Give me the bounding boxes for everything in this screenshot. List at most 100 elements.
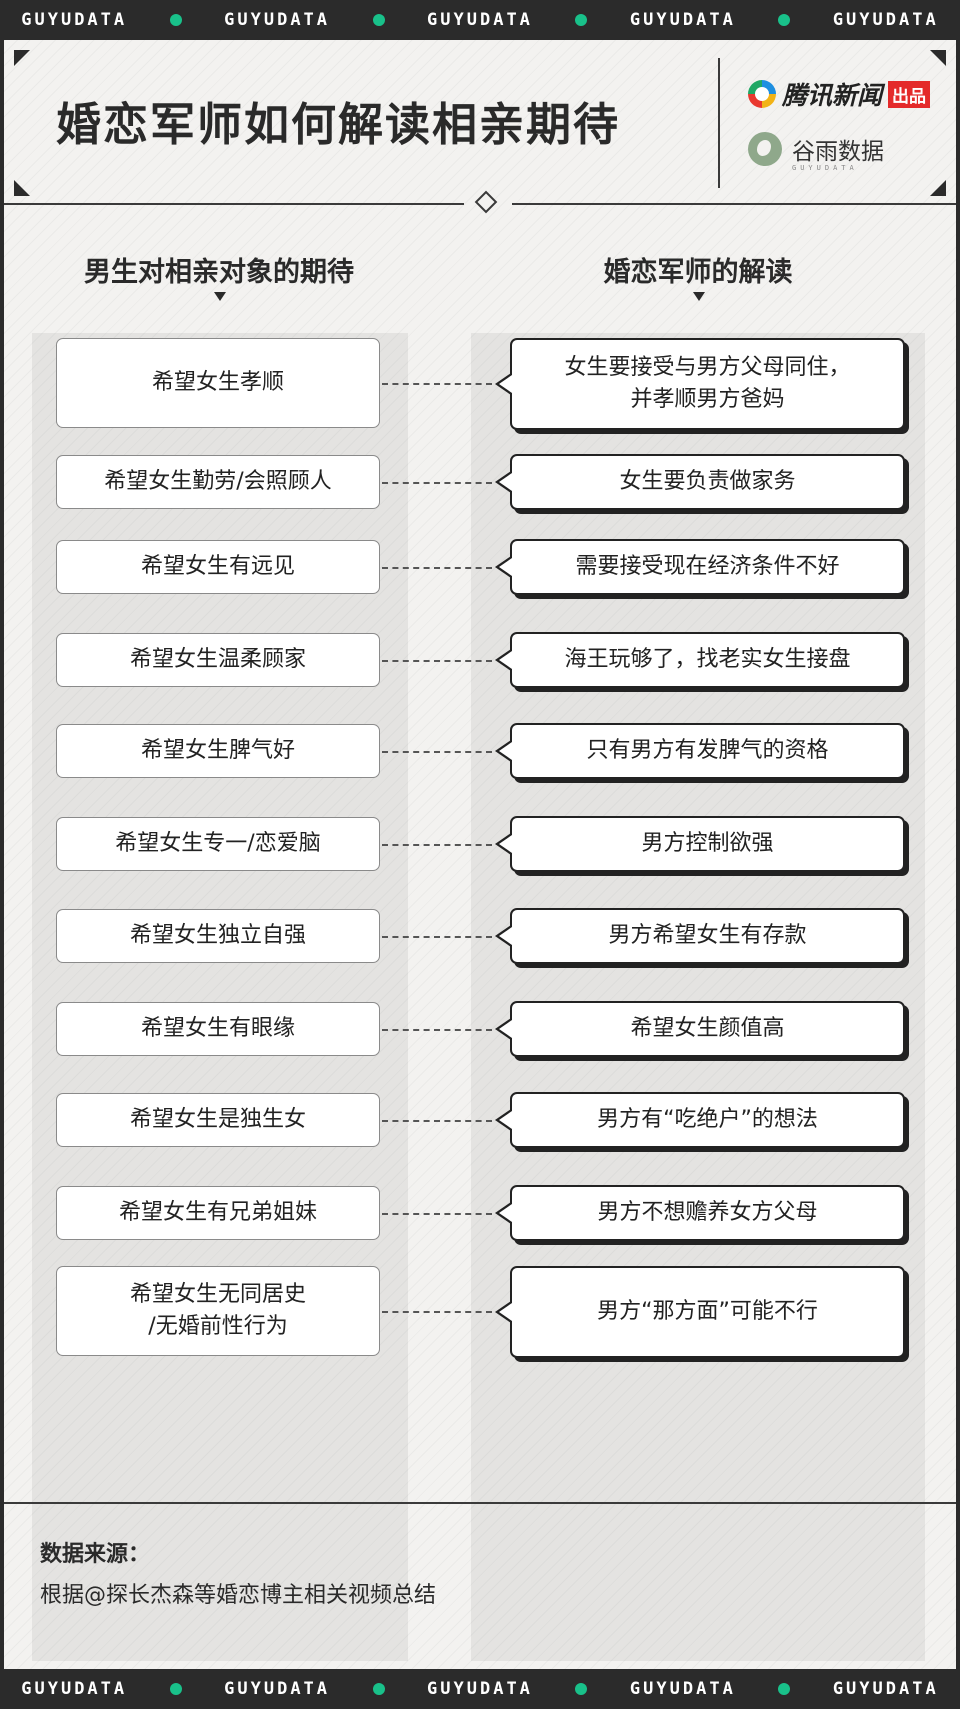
dot-icon <box>575 1683 588 1695</box>
dashed-connector <box>382 383 492 385</box>
speech-pointer-fill <box>499 1111 512 1129</box>
dot-icon <box>372 1683 385 1695</box>
interpretation-box: 男方不想赡养女方父母 <box>495 1185 905 1241</box>
speech-pointer-fill <box>499 1204 512 1222</box>
expectation-box: 希望女生孝顺 <box>56 338 380 428</box>
speech-pointer-fill <box>499 742 512 760</box>
dot-icon <box>169 14 182 26</box>
corner-triangle-icon <box>930 180 946 196</box>
dashed-connector <box>382 482 492 484</box>
marquee-word: GUYUDATA <box>21 10 128 30</box>
expectation-box: 希望女生是独生女 <box>56 1093 380 1147</box>
dashed-connector <box>382 844 492 846</box>
dashed-connector <box>382 751 492 753</box>
caret-down-icon <box>214 292 226 301</box>
interpretation-box: 需要接受现在经济条件不好 <box>495 539 905 595</box>
source-text: 根据@探长杰森等婚恋博主相关视频总结 <box>40 1583 437 1608</box>
dashed-connector <box>382 567 492 569</box>
corner-triangle-icon <box>14 180 30 196</box>
interpretation-text: 需要接受现在经济条件不好 <box>575 554 840 580</box>
dot-icon <box>372 14 385 26</box>
marquee-word: GUYUDATA <box>427 1679 533 1699</box>
dot-icon <box>169 1683 182 1695</box>
marquee-word: GUYUDATA <box>832 10 939 30</box>
interpretation-text: 男方希望女生有存款 <box>608 923 807 949</box>
expectation-box: 希望女生有眼缘 <box>56 1002 380 1056</box>
marquee-word: GUYUDATA <box>427 10 533 30</box>
expectation-box: 希望女生温柔顾家 <box>56 633 380 687</box>
section-divider <box>512 203 956 205</box>
tencent-news-brand: 腾讯新闻 出品 <box>748 76 931 112</box>
interpretation-box: 女生要接受与男方父母同住， 并孝顺男方爸妈 <box>495 338 905 430</box>
interpretation-box: 男方有“吃绝户”的想法 <box>495 1092 905 1148</box>
speech-pointer-fill <box>499 835 512 853</box>
speech-pointer-fill <box>499 1020 512 1038</box>
dashed-connector <box>382 1120 492 1122</box>
tencent-news-logo-icon <box>748 80 776 108</box>
interpretation-box: 男方控制欲强 <box>495 816 905 872</box>
guyu-data-subtitle: GUYUDATA <box>792 164 858 172</box>
interpretation-text: 女生要负责做家务 <box>619 469 796 495</box>
speech-pointer-fill <box>499 927 512 945</box>
marquee-word: GUYUDATA <box>21 1679 128 1699</box>
dot-icon <box>778 14 791 26</box>
tencent-news-name: 腾讯新闻 <box>782 81 883 110</box>
interpretation-text: 男方“那方面”可能不行 <box>597 1299 818 1325</box>
marquee-word: GUYUDATA <box>832 1679 939 1699</box>
guyu-data-brand: 谷雨数据 GUYUDATA <box>748 132 884 172</box>
interpretation-text: 男方控制欲强 <box>641 831 774 857</box>
page-title: 婚恋军师如何解读相亲期待 <box>56 98 621 151</box>
source-label: 数据来源： <box>40 1542 151 1567</box>
interpretation-text: 只有男方有发脾气的资格 <box>586 738 829 764</box>
expectation-box: 希望女生有远见 <box>56 540 380 594</box>
main-panel: 婚恋军师如何解读相亲期待 腾讯新闻 出品 谷雨数据 GUYUDATA 男生对相亲… <box>4 40 956 1669</box>
expectation-box: 希望女生勤劳/会照顾人 <box>56 455 380 509</box>
interpretation-text: 希望女生颜值高 <box>630 1016 785 1042</box>
speech-pointer-fill <box>499 558 512 576</box>
caret-down-icon <box>693 292 705 301</box>
interpretation-box: 男方希望女生有存款 <box>495 908 905 964</box>
expectation-box: 希望女生有兄弟姐妹 <box>56 1186 380 1240</box>
interpretation-text: 男方不想赡养女方父母 <box>597 1200 818 1226</box>
interpretation-text: 女生要接受与男方父母同住， 并孝顺男方爸妈 <box>564 355 851 412</box>
speech-pointer-fill <box>499 473 512 491</box>
right-column-heading: 婚恋军师的解读 <box>603 257 793 288</box>
interpretation-box: 男方“那方面”可能不行 <box>495 1266 905 1358</box>
produced-by-tag: 出品 <box>888 80 931 108</box>
left-column-heading: 男生对相亲对象的期待 <box>84 257 354 288</box>
section-divider <box>4 203 464 205</box>
corner-triangle-icon <box>14 50 30 66</box>
interpretation-box: 希望女生颜值高 <box>495 1001 905 1057</box>
footer-divider <box>4 1502 956 1504</box>
interpretation-box: 只有男方有发脾气的资格 <box>495 723 905 779</box>
dashed-connector <box>382 1029 492 1031</box>
dashed-connector <box>382 660 492 662</box>
expectation-box: 希望女生无同居史 /无婚前性行为 <box>56 1266 380 1356</box>
marquee-word: GUYUDATA <box>629 10 736 30</box>
interpretation-text: 海王玩够了，找老实女生接盘 <box>564 647 851 673</box>
speech-pointer-fill <box>499 651 512 669</box>
dashed-connector <box>382 1311 492 1313</box>
interpretation-text: 男方有“吃绝户”的想法 <box>597 1107 818 1133</box>
speech-pointer-fill <box>499 375 512 393</box>
expectation-box: 希望女生独立自强 <box>56 909 380 963</box>
right-column-background <box>471 333 925 1661</box>
diamond-icon <box>474 190 498 214</box>
marquee-word: GUYUDATA <box>224 10 331 30</box>
interpretation-box: 女生要负责做家务 <box>495 454 905 510</box>
dashed-connector <box>382 1213 492 1215</box>
corner-triangle-icon <box>930 50 946 66</box>
marquee-word: GUYUDATA <box>224 1679 331 1699</box>
dot-icon <box>575 14 588 26</box>
dashed-connector <box>382 936 492 938</box>
guyu-data-name: 谷雨数据 <box>792 139 884 165</box>
dot-icon <box>778 1683 791 1695</box>
header-divider <box>718 58 720 188</box>
left-column-background <box>32 333 408 1661</box>
interpretation-box: 海王玩够了，找老实女生接盘 <box>495 632 905 688</box>
guyu-bird-logo-icon <box>748 132 782 166</box>
expectation-box: 希望女生脾气好 <box>56 724 380 778</box>
marquee-word: GUYUDATA <box>629 1679 736 1699</box>
bottom-marquee: GUYUDATA GUYUDATA GUYUDATA GUYUDATA GUYU… <box>0 1669 960 1709</box>
speech-pointer-fill <box>499 1303 512 1321</box>
